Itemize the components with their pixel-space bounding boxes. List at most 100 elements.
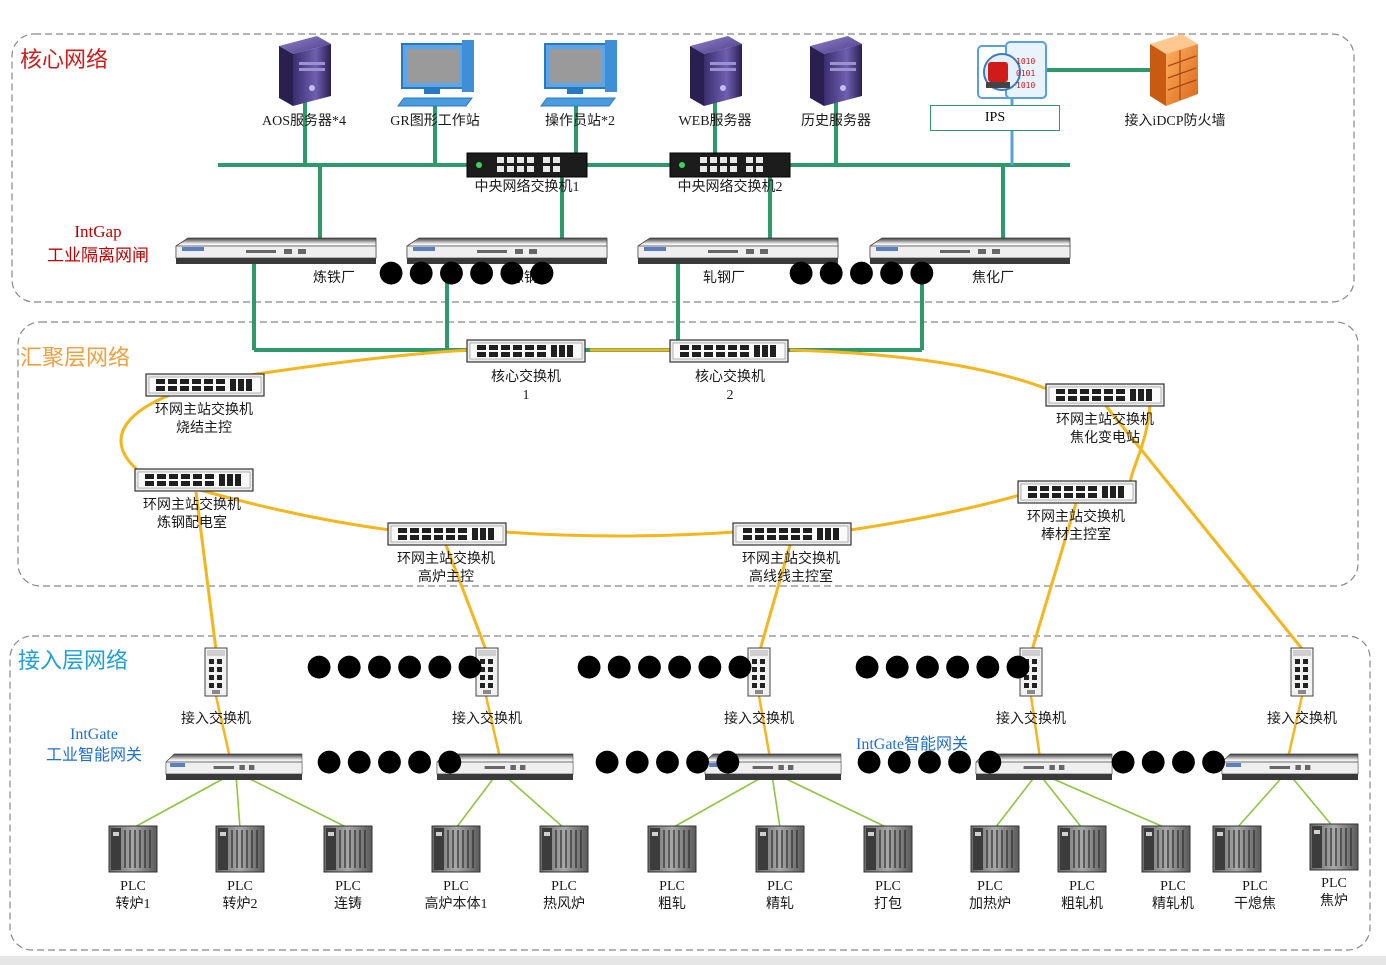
- web-server-label: WEB服务器: [678, 114, 752, 129]
- central-switch-2-label: 中央网络交换机2: [677, 180, 783, 195]
- history-server-icon: [810, 36, 862, 106]
- intgate-mid-label: IntGate智能网关: [856, 736, 968, 753]
- plc-icon: [970, 825, 1020, 873]
- plc-icon: [215, 825, 265, 873]
- plc-icon: [647, 825, 697, 873]
- plc-icon: [431, 825, 481, 873]
- access-switch-label: 接入交换机: [724, 712, 794, 727]
- core-switch-2-icon: [669, 339, 789, 363]
- plc-icon: [1309, 823, 1359, 871]
- intgate-subtitle: 工业智能网关: [45, 747, 142, 764]
- plc-icon: [539, 825, 589, 873]
- central-switch-2-icon: [669, 152, 791, 178]
- aos-server-label: AOS服务器*4: [261, 114, 346, 129]
- operator-station-label: 操作员站*2: [545, 114, 615, 129]
- ring-switch-blast-furnace-label: 环网主站交换机高炉主控: [397, 552, 495, 585]
- ellipsis-dots: ●●●●●: [788, 254, 939, 289]
- ring-switch-steel-power-label: 环网主站交换机炼钢配电室: [143, 498, 241, 531]
- ellipsis-dots: ●●●●●: [316, 743, 467, 778]
- ellipsis-dots: ●●●●●: [856, 743, 1007, 778]
- aggregation-zone-title: 汇聚层网络: [20, 346, 131, 371]
- intgate-1-icon: [165, 753, 303, 781]
- web-server-icon: [690, 36, 742, 106]
- bottom-strip: [0, 956, 1386, 965]
- firewall-label: 接入iDCP防火墙: [1124, 114, 1226, 129]
- ellipsis-dots: ●●●●●: [594, 743, 745, 778]
- intgate-5-icon: [1221, 753, 1359, 781]
- ring-switch-bar-label: 环网主站交换机棒材主控室: [1027, 510, 1125, 543]
- ring-switch-sinter-label: 环网主站交换机烧结主控: [155, 403, 253, 436]
- ring-switch-steel-power-icon: [134, 468, 254, 492]
- ring-switch-bar-icon: [1017, 480, 1137, 504]
- ips-label: IPS: [984, 110, 1006, 125]
- ellipsis-dots: ●●●●●●: [378, 254, 560, 289]
- access-switch-label: 接入交换机: [1267, 712, 1337, 727]
- ellipsis-dots: ●●●●●●: [576, 648, 758, 683]
- ellipsis-dots: ●●●●●●: [306, 648, 488, 683]
- aggregation-zone-border: [17, 321, 1359, 587]
- core-switch-1-icon: [466, 339, 586, 363]
- plc-icon: [108, 825, 158, 873]
- intgap-device-1-icon: [175, 237, 377, 265]
- ring-links: [119, 348, 1305, 651]
- core-zone-border: [11, 33, 1355, 303]
- plant-label-steel: 炼钢厂: [510, 271, 552, 286]
- ring-switch-blast-furnace-icon: [387, 522, 507, 546]
- central-switch-1-label: 中央网络交换机1: [474, 180, 580, 195]
- access-zone-title: 接入层网络: [18, 649, 129, 674]
- svg-text:1010: 1010: [1016, 57, 1035, 66]
- plant-label-iron: 炼铁厂: [313, 271, 355, 286]
- aos-server-icon: [279, 36, 331, 106]
- access-switch-label: 接入交换机: [996, 712, 1066, 727]
- firewall-icon: [1149, 33, 1199, 107]
- access-switch-label: 接入交换机: [452, 712, 522, 727]
- ips-label-box: IPS: [930, 105, 1060, 131]
- gr-workstation-label: GR图形工作站: [390, 114, 480, 129]
- plc-icon: [1057, 825, 1107, 873]
- plc-icon: [1141, 825, 1191, 873]
- ring-switch-wire-rod-icon: [732, 522, 852, 546]
- operator-station-icon: [540, 39, 618, 107]
- plc-icon: [1212, 825, 1262, 873]
- ring-switch-wire-rod-label: 环网主站交换机高线线主控室: [742, 552, 840, 585]
- plant-label-rolling: 轧钢厂: [703, 271, 745, 286]
- history-server-label: 历史服务器: [801, 114, 871, 129]
- intgap-title: IntGap: [74, 222, 122, 241]
- access-drop-lines: [214, 695, 1304, 759]
- ips-icon: 1010 0101 1010: [977, 41, 1047, 99]
- ring-switch-coking-label: 环网主站交换机焦化变电站: [1056, 413, 1154, 446]
- ring-switch-coking-icon: [1045, 383, 1165, 407]
- access-switch-1-icon: [204, 647, 228, 697]
- access-switch-5-icon: [1290, 647, 1314, 697]
- access-zone-border: [9, 635, 1371, 951]
- intgap-subtitle: 工业隔离网闸: [47, 246, 149, 265]
- plant-label-coking: 焦化厂: [972, 271, 1014, 286]
- plc-icon: [323, 825, 373, 873]
- gr-workstation-icon: [397, 39, 475, 107]
- ellipsis-dots: ●●●●●●: [854, 648, 1036, 683]
- ellipsis-dots: ●●●●: [1110, 743, 1231, 778]
- svg-text:1010: 1010: [1016, 81, 1035, 90]
- access-switch-label: 接入交换机: [181, 712, 251, 727]
- intgate-title: IntGate: [70, 726, 118, 743]
- plc-icon: [755, 825, 805, 873]
- svg-text:0101: 0101: [1016, 69, 1035, 78]
- plc-icon: [863, 825, 913, 873]
- core-zone-title: 核心网络: [20, 48, 109, 73]
